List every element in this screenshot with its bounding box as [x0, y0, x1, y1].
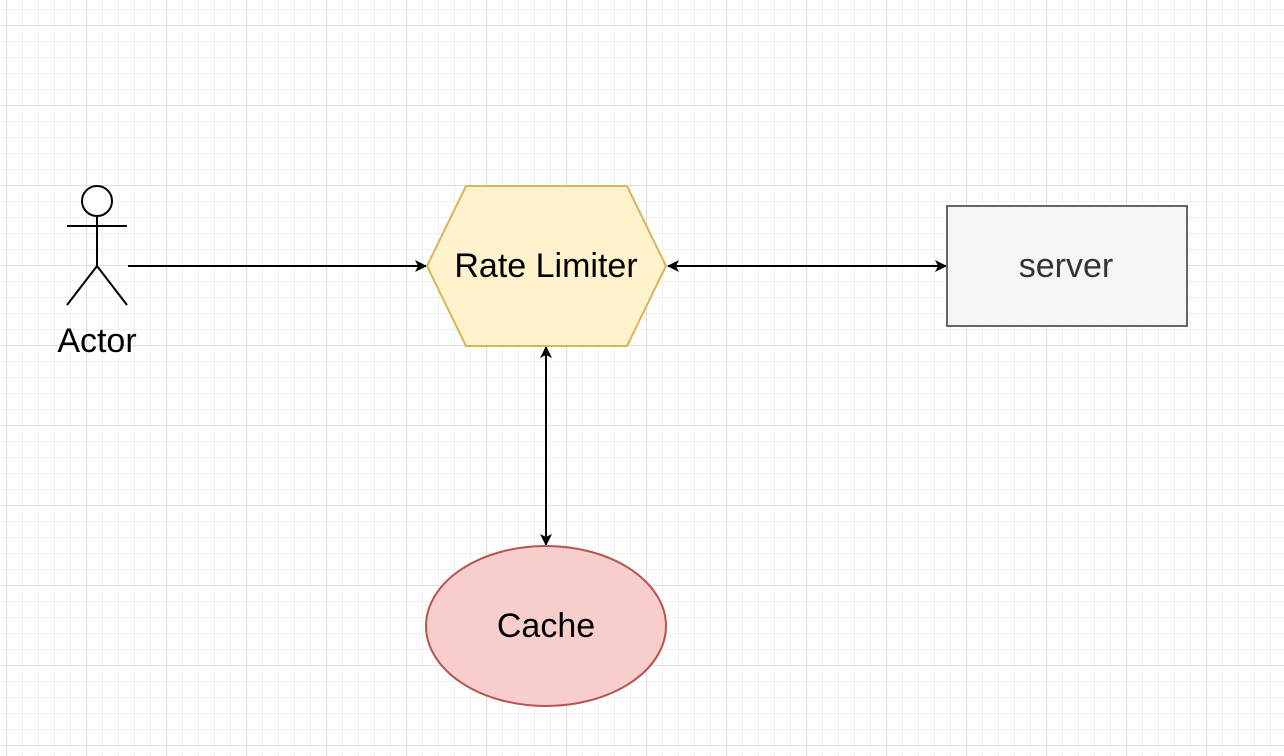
rate-limiter-hexagon	[425, 185, 668, 347]
actor-node[interactable]: Actor	[57, 185, 137, 360]
server-label: server	[1019, 247, 1113, 285]
server-node[interactable]: server	[946, 205, 1188, 327]
rate-limiter-label: Rate Limiter	[454, 247, 637, 285]
cache-ellipse	[425, 545, 667, 707]
actor-stick-figure-icon	[66, 185, 128, 306]
edges	[128, 260, 947, 546]
cache-label: Cache	[497, 607, 595, 645]
cache-node[interactable]: Cache	[425, 545, 667, 707]
actor-label: Actor	[57, 322, 136, 360]
server-box	[946, 205, 1188, 327]
rate-limiter-node[interactable]: Rate Limiter	[425, 185, 668, 347]
